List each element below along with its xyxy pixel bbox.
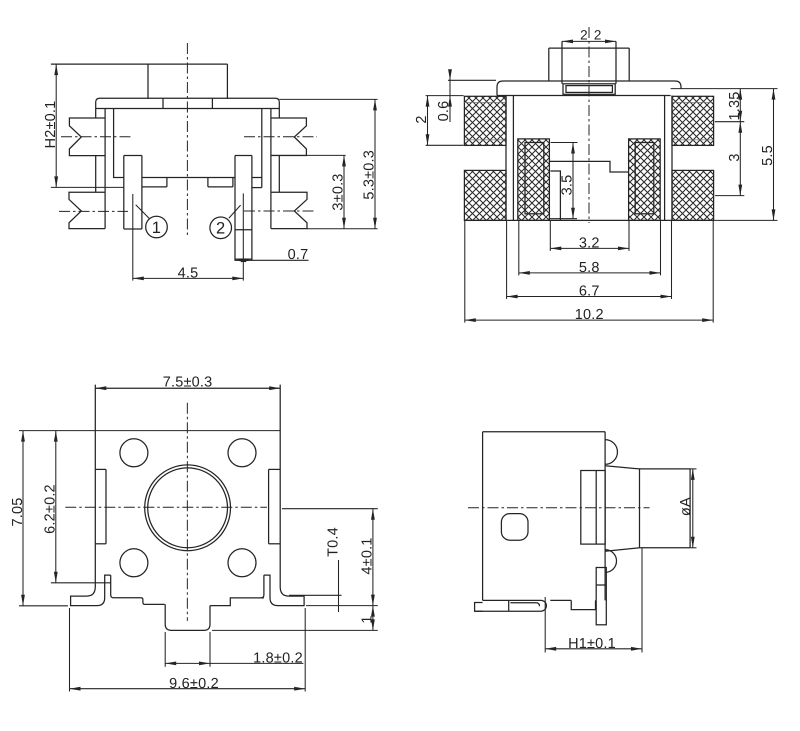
svg-text:4±0.1: 4±0.1 [360,537,376,574]
svg-text:5.8: 5.8 [579,260,600,276]
svg-text:H1±0.1: H1±0.1 [568,636,616,652]
svg-text:3: 3 [727,153,743,161]
svg-text:4.5: 4.5 [178,266,199,282]
svg-text:3±0.3: 3±0.3 [331,173,347,210]
svg-text:1.35: 1.35 [727,91,743,120]
svg-text:2: 2 [414,115,430,123]
svg-text:6.2±0.2: 6.2±0.2 [43,484,59,534]
svg-text:0.7: 0.7 [288,247,309,263]
svg-text:9.6±0.2: 9.6±0.2 [169,676,219,692]
svg-text:2: 2 [594,28,602,43]
svg-text:5.5: 5.5 [760,145,776,166]
svg-text:10.2: 10.2 [575,307,604,323]
svg-text:3.5: 3.5 [560,175,576,196]
svg-text:H2±0.1: H2±0.1 [43,101,59,149]
svg-text:7.5±0.3: 7.5±0.3 [163,375,213,391]
svg-text:2: 2 [580,28,588,43]
svg-text:1: 1 [152,219,161,237]
svg-text:T0.4: T0.4 [326,527,342,557]
svg-text:øA: øA [678,497,694,516]
svg-text:1: 1 [360,615,376,623]
svg-text:1.8±0.2: 1.8±0.2 [253,651,303,667]
svg-text:6.7: 6.7 [579,284,600,300]
svg-text:3.2: 3.2 [579,236,600,252]
svg-text:7.05: 7.05 [10,497,26,526]
svg-text:2: 2 [216,220,225,238]
svg-text:0.6: 0.6 [436,101,452,122]
svg-text:5.3±0.3: 5.3±0.3 [362,150,378,200]
